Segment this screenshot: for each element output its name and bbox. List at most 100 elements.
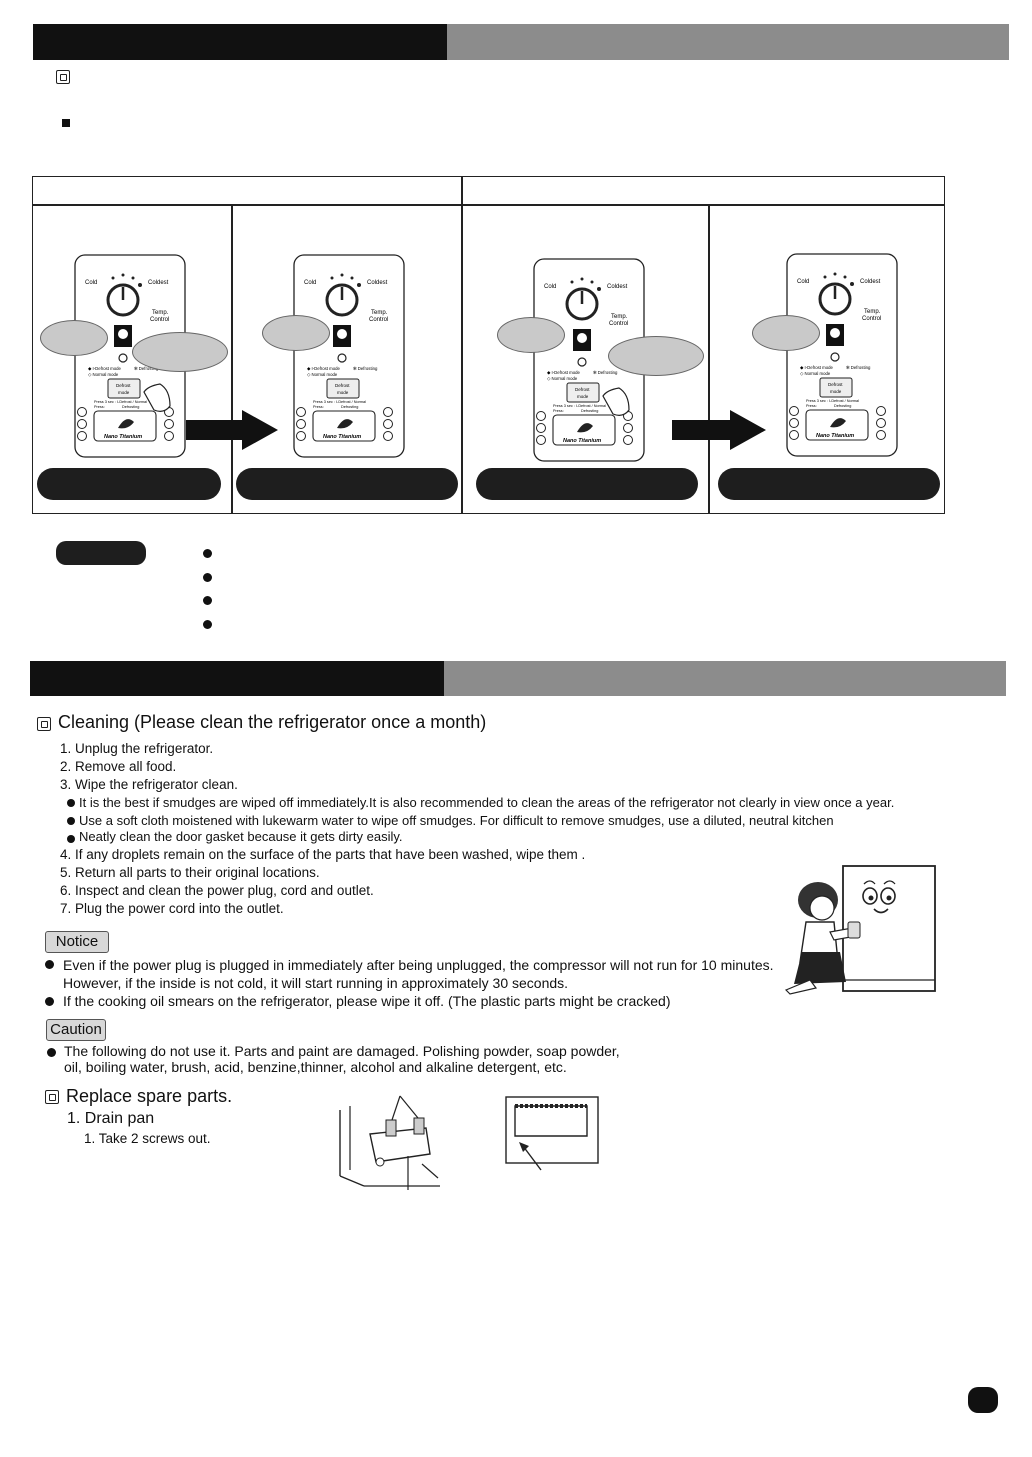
bullet-icon	[203, 620, 212, 629]
square-icon	[56, 70, 70, 84]
svg-text:Press 3 sec : I-Defrost / Norm: Press 3 sec : I-Defrost / Normal	[94, 400, 147, 404]
cleaning-step: 5. Return all parts to their original lo…	[60, 865, 320, 880]
svg-text:Defrosting: Defrosting	[834, 404, 851, 408]
svg-text:mode: mode	[118, 390, 130, 395]
square-bullet-icon	[62, 119, 70, 127]
svg-text:✻ Defrosting: ✻ Defrosting	[134, 366, 159, 371]
arrow-right-icon	[186, 410, 278, 450]
svg-text:Temp.: Temp.	[864, 309, 881, 315]
callout-bubble	[752, 315, 820, 351]
notice-label: Notice	[45, 931, 109, 953]
svg-text:◇ Normal mode: ◇ Normal mode	[547, 376, 578, 381]
square-icon	[37, 717, 51, 731]
svg-text:◆ I-Defrost mode: ◆ I-Defrost mode	[800, 365, 834, 370]
svg-text:Cold: Cold	[544, 284, 556, 290]
svg-text:Control: Control	[369, 317, 388, 323]
caution-item: The following do not use it. Parts and p…	[64, 1043, 620, 1059]
svg-text:✻ Defrosting: ✻ Defrosting	[353, 366, 378, 371]
notice-item: Even if the power plug is plugged in imm…	[63, 957, 774, 973]
defrost-table	[32, 176, 945, 514]
bullet-icon	[45, 997, 54, 1006]
svg-text:Press 3 sec : I-Defrost / Norm: Press 3 sec : I-Defrost / Normal	[553, 404, 606, 408]
svg-text:Press 3 sec : I-Defrost / Norm: Press 3 sec : I-Defrost / Normal	[806, 399, 859, 403]
svg-text:Coldest: Coldest	[607, 284, 628, 290]
svg-text:Defrost: Defrost	[335, 383, 350, 388]
bullet-icon	[67, 817, 75, 825]
cleaning-bullet: It is the best if smudges are wiped off …	[79, 795, 895, 810]
svg-text:◇ Normal mode: ◇ Normal mode	[88, 372, 119, 377]
cleaning-step: 1. Unplug the refrigerator.	[60, 741, 214, 756]
note-label-pill	[56, 541, 146, 565]
bullet-icon	[203, 549, 212, 558]
girl-cleaning-fridge-illustration	[784, 865, 936, 995]
svg-text:Coldest: Coldest	[367, 280, 388, 286]
caution-item: oil, boiling water, brush, acid, benzine…	[64, 1059, 567, 1075]
svg-text:Cold: Cold	[304, 280, 316, 286]
replace-subtitle: 1. Drain pan	[67, 1110, 155, 1127]
cleaning-bullet: Neatly clean the door gasket because it …	[79, 829, 403, 844]
svg-text:Press:: Press:	[806, 404, 817, 408]
svg-text:Defrosting: Defrosting	[122, 405, 139, 409]
page-number-tab	[968, 1387, 998, 1413]
svg-text:✻ Defrosting: ✻ Defrosting	[593, 370, 618, 375]
svg-text:Control: Control	[609, 321, 628, 327]
svg-text:Nano Titanium: Nano Titanium	[323, 434, 361, 440]
svg-text:◇ Normal mode: ◇ Normal mode	[800, 371, 831, 376]
svg-text:Cold: Cold	[85, 280, 97, 286]
svg-text:Defrosting: Defrosting	[581, 409, 598, 413]
caption-pill-3	[476, 468, 698, 500]
svg-text:DEFROST: DEFROST	[331, 348, 351, 353]
cleaning-step: 4. If any droplets remain on the surface…	[60, 847, 586, 862]
table-header-divider	[32, 204, 945, 206]
replace-title: Replace spare parts.	[66, 1086, 233, 1106]
cleaning-step: 2. Remove all food.	[60, 759, 177, 774]
control-panel-4: Cold Coldest Temp. Control DEFROST ◆ I-D…	[786, 253, 898, 457]
control-panel-2: Cold Coldest Temp. Control DEFROST ◆ I-D…	[293, 254, 405, 458]
drain-pan-closeup-illustration	[505, 1096, 599, 1171]
control-panel-3: Cold Coldest Temp. Control DEFROST ◆ I-D…	[533, 258, 645, 462]
svg-text:DEFROST: DEFROST	[112, 348, 132, 353]
svg-text:Press:: Press:	[313, 405, 324, 409]
svg-text:Defrost: Defrost	[116, 383, 131, 388]
caption-pill-2	[236, 468, 458, 500]
table-col-divider-right	[708, 204, 710, 514]
bullet-icon	[67, 799, 75, 807]
cleaning-step: 7. Plug the power cord into the outlet.	[60, 901, 284, 916]
svg-text:✻ Defrosting: ✻ Defrosting	[846, 365, 871, 370]
svg-text:DEFROST: DEFROST	[824, 347, 844, 352]
section-header-dark	[33, 24, 447, 60]
svg-text:Defrost: Defrost	[828, 382, 843, 387]
svg-text:Temp.: Temp.	[152, 310, 169, 316]
cleaning-step: 6. Inspect and clean the power plug, cor…	[60, 883, 374, 898]
svg-text:mode: mode	[830, 389, 842, 394]
svg-text:Cold: Cold	[797, 279, 809, 285]
svg-text:Coldest: Coldest	[860, 279, 881, 285]
svg-text:Defrost: Defrost	[575, 387, 590, 392]
bullet-icon	[67, 835, 75, 843]
cleaning-title: Cleaning (Please clean the refrigerator …	[58, 712, 487, 732]
bullet-icon	[203, 573, 212, 582]
caution-label: Caution	[46, 1019, 106, 1041]
bullet-icon	[45, 960, 54, 969]
svg-text:DEFROST: DEFROST	[571, 352, 591, 357]
cleaning-step: 3. Wipe the refrigerator clean.	[60, 777, 238, 792]
svg-text:Temp.: Temp.	[611, 314, 628, 320]
cleaning-bullet: Use a soft cloth moistened with lukewarm…	[79, 813, 834, 828]
svg-text:mode: mode	[337, 390, 349, 395]
drain-pan-illustration	[339, 1095, 440, 1190]
svg-text:Defrosting: Defrosting	[341, 405, 358, 409]
svg-text:◆ I-Defrost mode: ◆ I-Defrost mode	[547, 370, 581, 375]
svg-text:Control: Control	[150, 317, 169, 323]
svg-text:◆ I-Defrost mode: ◆ I-Defrost mode	[88, 366, 122, 371]
table-col-divider-mid	[461, 176, 463, 514]
section-header-gray-2	[444, 661, 1006, 696]
section-header-dark-2	[30, 661, 444, 696]
bullet-icon	[203, 596, 212, 605]
section-header-gray	[447, 24, 1009, 60]
svg-text:Press 3 sec : I-Defrost / Norm: Press 3 sec : I-Defrost / Normal	[313, 400, 366, 404]
callout-bubble	[132, 332, 228, 372]
table-col-divider-left	[231, 204, 233, 514]
bullet-icon	[47, 1048, 56, 1057]
callout-bubble	[608, 336, 704, 376]
callout-bubble	[40, 320, 108, 356]
